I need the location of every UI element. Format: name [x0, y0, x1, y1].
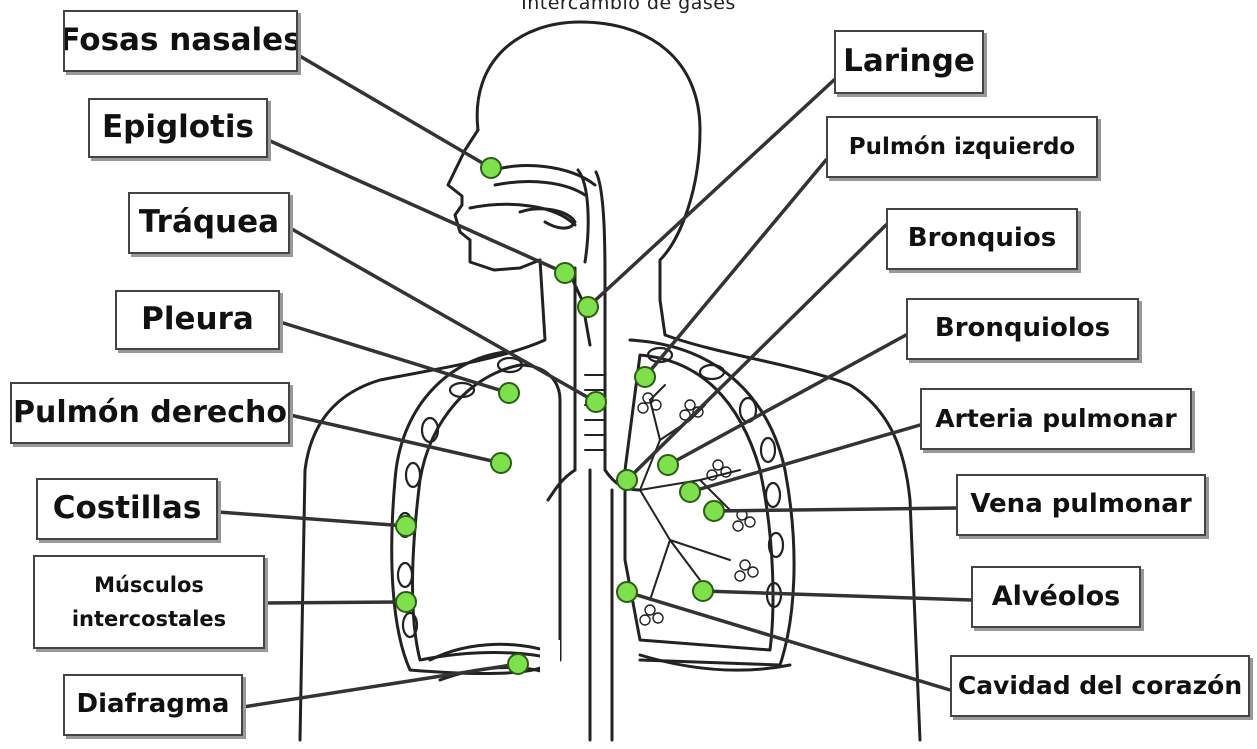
- leader-line-pulmon-derecho: [290, 415, 501, 463]
- label-text: Tráquea: [139, 205, 279, 241]
- marker-dot-pulmon-derecho[interactable]: [491, 453, 511, 473]
- marker-dot-traquea[interactable]: [586, 392, 606, 412]
- label-text-line-1: Músculos: [94, 573, 204, 597]
- label-text: Pulmón derecho: [13, 396, 287, 431]
- label-text: Pleura: [141, 302, 254, 338]
- label-costillas[interactable]: Costillas: [36, 478, 218, 540]
- leader-line-diafragma: [243, 664, 518, 707]
- marker-dot-pulmon-izquierdo[interactable]: [635, 367, 655, 387]
- leader-line-pulmon-izquierdo: [645, 160, 826, 377]
- marker-dot-laringe[interactable]: [578, 297, 598, 317]
- label-text: Pulmón izquierdo: [849, 134, 1075, 160]
- leader-line-musculos-intercostales: [265, 602, 406, 603]
- label-epiglotis[interactable]: Epiglotis: [88, 98, 268, 158]
- leader-line-alveolos: [703, 591, 971, 600]
- label-bronquios[interactable]: Bronquios: [886, 208, 1078, 270]
- marker-dot-arteria-pulmonar[interactable]: [680, 482, 700, 502]
- leader-line-traquea: [290, 228, 596, 402]
- label-text-line-2: intercostales: [72, 607, 226, 631]
- label-text: Arteria pulmonar: [935, 405, 1177, 434]
- marker-dot-musculos-intercostales[interactable]: [396, 592, 416, 612]
- label-text: Cavidad del corazón: [958, 672, 1242, 701]
- label-arteria-pulmonar[interactable]: Arteria pulmonar: [920, 388, 1192, 450]
- label-text: Fosas nasales: [63, 23, 298, 59]
- marker-dot-vena-pulmonar[interactable]: [704, 501, 724, 521]
- label-musculos-intercostales[interactable]: Músculos intercostales: [33, 555, 265, 649]
- marker-dot-fosas-nasales[interactable]: [481, 158, 501, 178]
- marker-dot-costillas[interactable]: [396, 516, 416, 536]
- marker-dot-bronquios[interactable]: [617, 470, 637, 490]
- label-traquea[interactable]: Tráquea: [128, 192, 290, 254]
- label-diafragma[interactable]: Diafragma: [63, 674, 243, 736]
- marker-dot-cavidad-del-corazon[interactable]: [617, 582, 637, 602]
- label-vena-pulmonar[interactable]: Vena pulmonar: [956, 474, 1206, 536]
- label-text: Epiglotis: [102, 110, 254, 146]
- label-pleura[interactable]: Pleura: [115, 290, 280, 350]
- marker-dot-epiglotis[interactable]: [555, 263, 575, 283]
- leader-line-costillas: [218, 512, 406, 526]
- leader-line-fosas-nasales: [298, 55, 491, 168]
- leader-line-cavidad-del-corazon: [627, 592, 950, 690]
- label-fosas-nasales[interactable]: Fosas nasales: [63, 10, 298, 72]
- label-alveolos[interactable]: Alvéolos: [971, 566, 1141, 628]
- marker-dot-alveolos[interactable]: [693, 581, 713, 601]
- leader-line-vena-pulmonar: [714, 508, 956, 511]
- label-text: Bronquiolos: [935, 314, 1110, 344]
- right-lung-outline: [413, 365, 561, 660]
- label-text: Alvéolos: [992, 581, 1121, 612]
- head-outline: [477, 22, 700, 300]
- label-pulmon-derecho[interactable]: Pulmón derecho: [10, 382, 290, 444]
- label-text: Costillas: [53, 491, 202, 527]
- label-text: Laringe: [843, 44, 975, 80]
- label-text: Bronquios: [908, 224, 1056, 254]
- label-bronquiolos[interactable]: Bronquiolos: [906, 298, 1139, 360]
- label-pulmon-izquierdo[interactable]: Pulmón izquierdo: [826, 116, 1098, 178]
- leader-line-epiglotis: [268, 140, 565, 273]
- marker-dot-pleura[interactable]: [499, 383, 519, 403]
- label-cavidad-del-corazon[interactable]: Cavidad del corazón: [950, 655, 1250, 717]
- marker-dot-diafragma[interactable]: [508, 654, 528, 674]
- marker-dot-bronquiolos[interactable]: [658, 455, 678, 475]
- label-text: Diafragma: [77, 690, 230, 720]
- label-text: Vena pulmonar: [970, 490, 1191, 520]
- label-laringe[interactable]: Laringe: [834, 30, 984, 94]
